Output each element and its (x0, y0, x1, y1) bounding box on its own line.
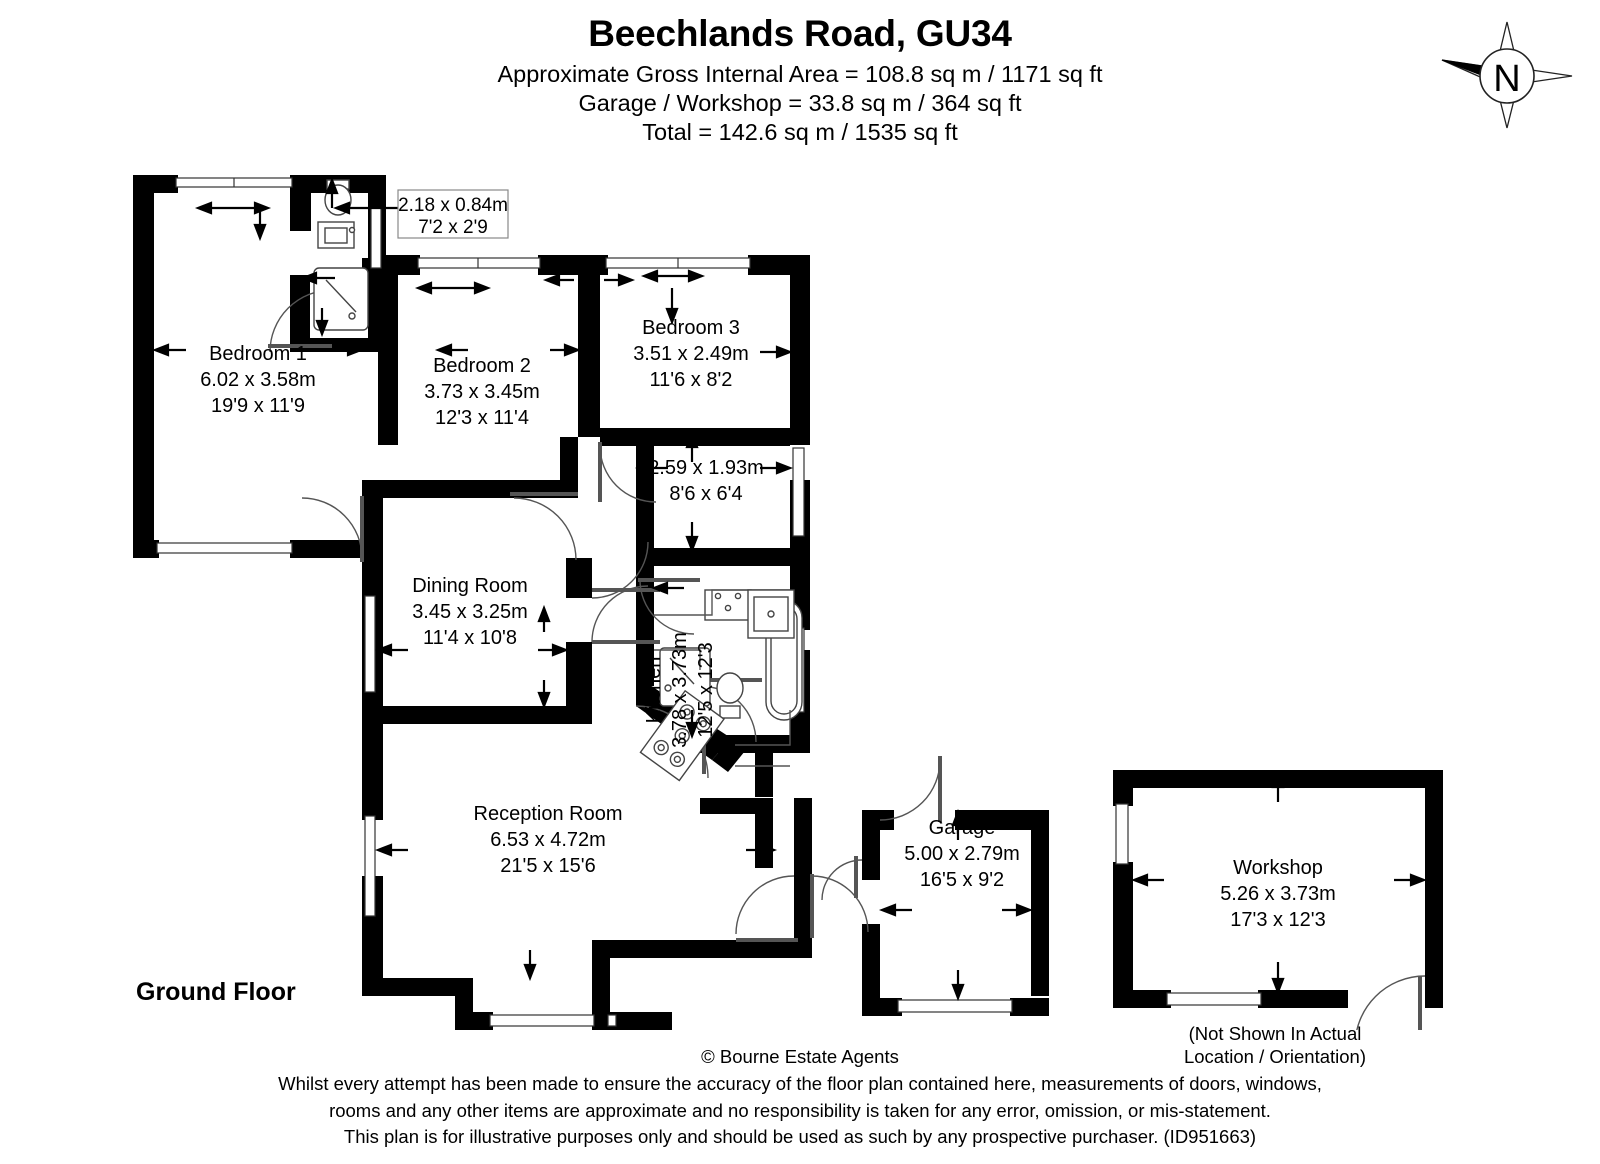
floor-plan-drawing: Bedroom 1 6.02 x 3.58m 19'9 x 11'9 2.18 … (133, 175, 1443, 1030)
dining-imperial: 11'4 x 10'8 (423, 627, 517, 649)
copyright-text: © Bourne Estate Agents (701, 1046, 899, 1067)
ensuite-imperial: 7'2 x 2'9 (418, 217, 488, 238)
bedroom1-imperial: 19'9 x 11'9 (211, 395, 305, 417)
reception-imperial: 21'5 x 15'6 (500, 855, 596, 877)
bedroom1-name: Bedroom 1 (209, 343, 307, 365)
workshop-metric: 5.26 x 3.73m (1220, 883, 1336, 905)
room-label-bedroom1: Bedroom 1 6.02 x 3.58m 19'9 x 11'9 (200, 343, 316, 417)
workshop-note-line2: Location / Orientation) (1183, 1046, 1367, 1067)
bedroom2-name: Bedroom 2 (433, 355, 531, 377)
room-label-bedroom3: Bedroom 3 3.51 x 2.49m 11'6 x 8'2 (633, 317, 749, 391)
bedroom2-imperial: 12'3 x 11'4 (435, 407, 529, 429)
reception-name: Reception Room (474, 803, 623, 825)
bedroom2-metric: 3.73 x 3.45m (424, 381, 540, 403)
kitchen-name: Kitchen (643, 657, 665, 724)
dimension-arrows-layer (151, 176, 1428, 1002)
fixtures-layer (313, 179, 803, 782)
dining-name: Dining Room (412, 575, 528, 597)
total-area-text: Total = 142.6 sq m / 1535 sq ft (642, 119, 958, 145)
kitchen-imperial: 12'5 x 12'3 (695, 642, 717, 738)
room-label-kitchen: Kitchen 3.78 x 3.73m 12'5 x 12'3 (643, 632, 717, 748)
workshop-note-line1: (Not Shown In Actual (1188, 1023, 1362, 1044)
room-label-bathroom: 2.59 x 1.93m 8'6 x 6'4 (648, 457, 764, 505)
garage-name: Garage (929, 817, 996, 839)
room-label-reception: Reception Room 6.53 x 4.72m 21'5 x 15'6 (474, 803, 623, 877)
header: Beechlands Road, GU34 Approximate Gross … (0, 12, 1600, 147)
footer: © Bourne Estate Agents Whilst every atte… (0, 1044, 1600, 1151)
workshop-imperial: 17'3 x 12'3 (1230, 909, 1326, 931)
compass-label: N (1493, 58, 1520, 100)
north-compass-icon: N (1441, 21, 1573, 129)
room-label-dining: Dining Room 3.45 x 3.25m 11'4 x 10'8 (412, 575, 528, 649)
garage-workshop-area-text: Garage / Workshop = 33.8 sq m / 364 sq f… (578, 90, 1022, 116)
bedroom3-metric: 3.51 x 2.49m (633, 343, 749, 365)
bathroom-metric: 2.59 x 1.93m (648, 457, 764, 479)
disclaimer-line-2: rooms and any other items are approximat… (329, 1099, 1271, 1121)
kitchen-metric: 3.78 x 3.73m (669, 632, 691, 748)
ensuite-basin-icon (317, 221, 356, 249)
bedroom1-metric: 6.02 x 3.58m (200, 369, 316, 391)
dining-metric: 3.45 x 3.25m (412, 601, 528, 623)
ensuite-label-box (397, 189, 509, 239)
ensuite-metric: 2.18 x 0.84m (398, 195, 508, 216)
bathroom-shower-icon (659, 647, 711, 707)
kitchen-hob-icon (639, 689, 725, 782)
disclaimer-line-1: Whilst every attempt has been made to en… (278, 1073, 1322, 1094)
garage-imperial: 16'5 x 9'2 (920, 869, 1004, 891)
room-labels-layer: Bedroom 1 6.02 x 3.58m 19'9 x 11'9 2.18 … (200, 195, 1336, 931)
workshop-name: Workshop (1233, 857, 1323, 879)
reception-metric: 6.53 x 4.72m (490, 829, 606, 851)
walls-layer (133, 175, 1443, 1030)
bedroom3-name: Bedroom 3 (642, 317, 740, 339)
garage-metric: 5.00 x 2.79m (904, 843, 1020, 865)
room-label-ensuite: 2.18 x 0.84m 7'2 x 2'9 (398, 195, 508, 238)
gross-internal-area-text: Approximate Gross Internal Area = 108.8 … (497, 61, 1103, 87)
page-title: Beechlands Road, GU34 (588, 13, 1012, 54)
workshop-location-note: (Not Shown In Actual Location / Orientat… (1110, 1022, 1440, 1068)
room-label-bedroom2: Bedroom 2 3.73 x 3.45m 12'3 x 11'4 (424, 355, 540, 429)
room-label-garage: Garage 5.00 x 2.79m 16'5 x 9'2 (904, 817, 1020, 891)
bathroom-toilet-icon (716, 672, 744, 719)
ensuite-shower-icon (313, 267, 369, 331)
floor-level-label: Ground Floor (136, 978, 296, 1006)
bedroom3-imperial: 11'6 x 8'2 (650, 369, 733, 391)
disclaimer-line-3: This plan is for illustrative purposes o… (343, 1126, 1257, 1147)
kitchen-sink-icon (747, 589, 795, 639)
bathroom-imperial: 8'6 x 6'4 (669, 483, 742, 505)
room-label-workshop: Workshop 5.26 x 3.73m 17'3 x 12'3 (1220, 857, 1336, 931)
